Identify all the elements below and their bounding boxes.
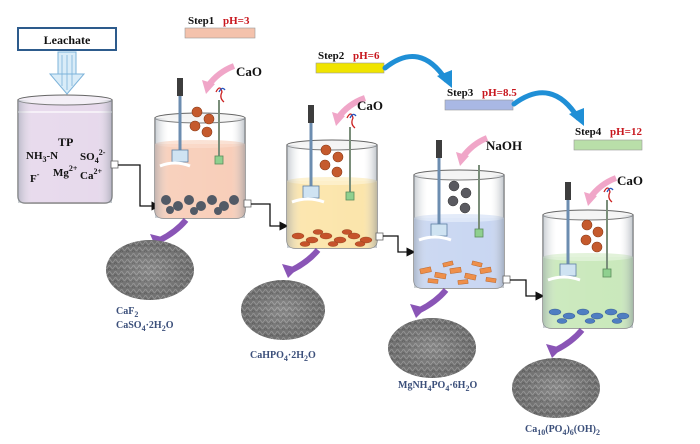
output-arrowhead-2 [282, 264, 298, 278]
sem-image-3 [388, 318, 476, 378]
step1-ph-bar [184, 27, 256, 39]
ion-nh3: NH3-N [26, 150, 58, 164]
step3-label: Step3 pH=8.5 [444, 87, 517, 111]
svg-text:Step2: Step2 [318, 50, 345, 62]
tank-step2 [286, 105, 384, 249]
leachate-inflow-arrow [48, 51, 86, 95]
reagent-arrowhead-step4 [584, 192, 597, 206]
product-4-label: Ca10(PO4)6(OH)2 [525, 424, 600, 437]
stirrer-motor [565, 182, 571, 200]
precipitate-struvite [419, 260, 497, 285]
svg-text:Step1: Step1 [188, 15, 214, 27]
step2-label: Step2 pH=6 [315, 50, 385, 74]
reagent-arrowhead-step3 [456, 152, 469, 166]
reagent-step3: NaOH [486, 138, 522, 153]
tank-step1 [154, 78, 252, 219]
svg-text:pH=8.5: pH=8.5 [482, 87, 517, 99]
step3-arrowhead [569, 108, 584, 126]
reagent-step1: CaO [236, 64, 262, 79]
cao-particles [319, 144, 344, 178]
tank-step4 [542, 182, 634, 329]
cao-particles [580, 219, 604, 253]
precipitate-cahpo4 [291, 229, 373, 247]
step2-to-step3-arrow [382, 53, 449, 83]
step4-ph-bar [573, 139, 643, 151]
stirrer-motor [177, 78, 183, 96]
svg-text:Step4: Step4 [575, 126, 602, 138]
reagent-arrowhead-step2 [332, 112, 345, 126]
leachate-box: Leachate [17, 27, 117, 51]
product-1-line1: CaF2 [116, 306, 138, 319]
step3-ph-bar [444, 99, 514, 111]
cao-particles [189, 106, 215, 138]
step2-arrowhead [437, 70, 452, 88]
stirrer-motor [436, 140, 442, 158]
product-3-label: MgNH4PO4·6H2O [398, 380, 477, 393]
precipitate-hydroxyapatite [548, 308, 630, 324]
sem-image-1 [106, 240, 194, 300]
reagent-step2: CaO [357, 98, 383, 113]
output-arrowhead-3 [410, 304, 426, 318]
svg-text:pH=6: pH=6 [353, 50, 380, 62]
product-2-label: CaHPO4·2H2O [250, 350, 316, 363]
pipe-4 [510, 279, 545, 301]
ion-tp: TP [58, 135, 73, 149]
reagent-step4: CaO [617, 173, 643, 188]
output-arrow-2 [290, 248, 321, 273]
sem-image-4 [512, 358, 600, 418]
output-arrowhead-4 [546, 344, 562, 358]
ion-f: F- [30, 170, 40, 185]
output-arrow-4 [554, 328, 585, 353]
precipitate-caf2 [161, 195, 239, 215]
leachate-label: Leachate [44, 33, 91, 47]
ion-so4: SO42- [80, 148, 106, 165]
reagent-arrowhead-step1 [202, 80, 215, 94]
naoh-particles [447, 180, 472, 214]
reagent-arrow-step1 [205, 63, 236, 88]
svg-text:pH=3: pH=3 [223, 15, 250, 27]
product-1-line2: CaSO4·2H2O [116, 320, 174, 333]
ion-ca: Ca2+ [80, 167, 102, 182]
pipe-3 [383, 235, 416, 257]
step1-label: Step1 pH=3 [184, 15, 256, 39]
tank-leachate: TP NH3-N SO42- F- Mg2+ Ca2+ [17, 94, 119, 204]
output-arrow-1 [158, 218, 189, 243]
step3-to-step4-arrow [511, 90, 581, 121]
step2-ph-bar [315, 62, 385, 74]
reagent-arrow-step4 [587, 175, 618, 200]
svg-text:pH=12: pH=12 [610, 126, 642, 138]
stirrer-motor [308, 105, 314, 123]
pipe-1 [118, 164, 161, 211]
pipe-2 [251, 203, 289, 231]
output-arrow-3 [418, 288, 449, 313]
sem-image-2 [241, 280, 325, 340]
ion-mg: Mg2+ [53, 164, 78, 179]
step4-label: Step4 pH=12 [573, 126, 643, 151]
svg-text:Step3: Step3 [447, 87, 474, 99]
tank-step3 [413, 140, 511, 289]
